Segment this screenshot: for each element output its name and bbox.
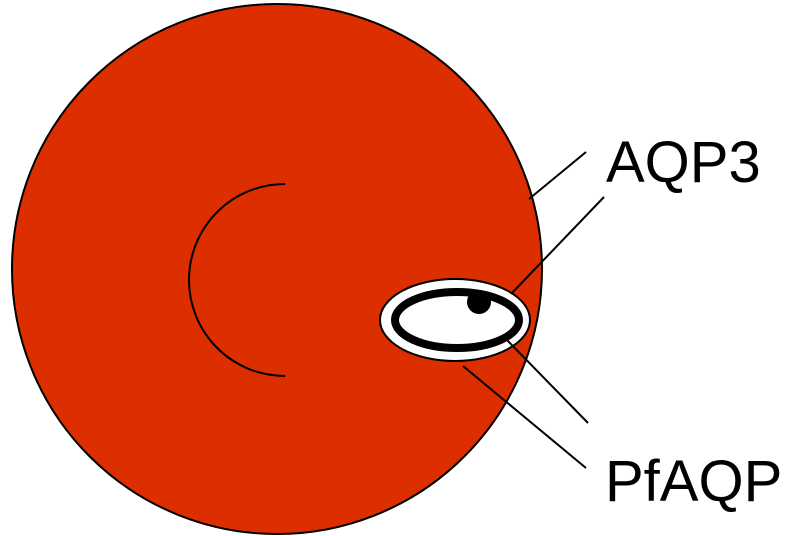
- red-blood-cell: [12, 4, 542, 534]
- pfaqp-label: PfAQP: [605, 449, 782, 514]
- parasite-nucleus: [467, 290, 491, 314]
- aqp3-leader-line-1: [529, 152, 586, 199]
- aqp3-label: AQP3: [606, 130, 761, 195]
